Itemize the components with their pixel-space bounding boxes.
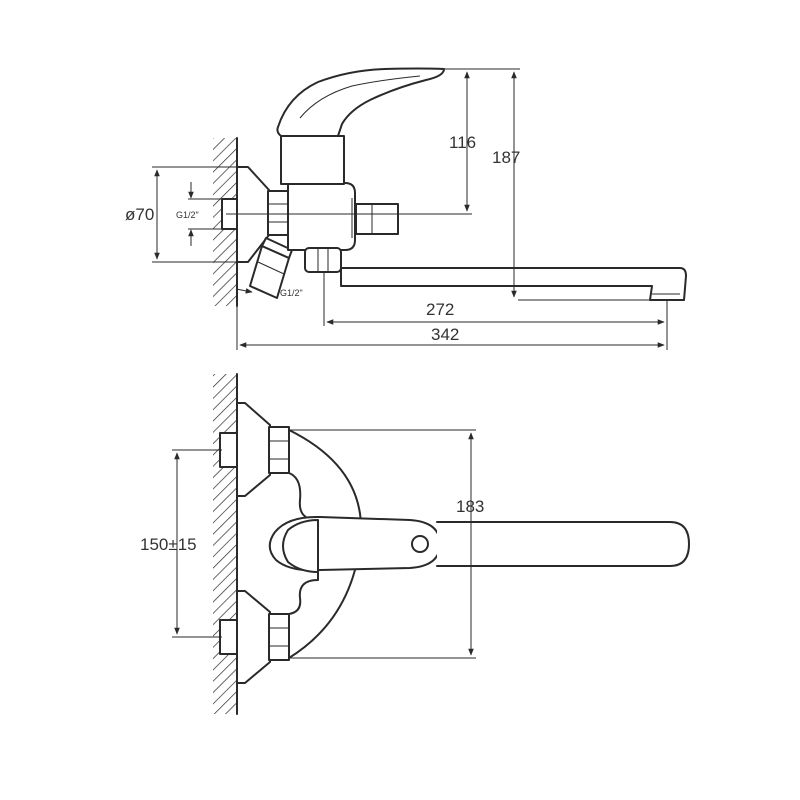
handle-hub: [282, 519, 319, 573]
dim-342-label: 342: [431, 325, 459, 344]
wall-flange-top: [236, 402, 271, 497]
dim-187-label: 187: [492, 148, 520, 167]
spout-front: [436, 521, 690, 567]
dim-thread-inlet-label: G1/2": [176, 210, 199, 220]
wall-flange-bottom: [236, 590, 271, 684]
dim-thread-outlet-label: G1/2": [280, 288, 303, 298]
hex-nut-top: [268, 426, 290, 474]
handle-cap: [411, 535, 429, 553]
dim-116-label: 116: [449, 133, 476, 152]
dim-272-label: 272: [426, 300, 454, 319]
hex-nut-bottom: [268, 613, 290, 661]
spout-collar: [304, 247, 342, 273]
side-outlet-connector: [355, 203, 399, 235]
dim-150-label: 150±15: [140, 535, 197, 554]
side-view: ø70 G1/2" G1/2" 116 187 272 342: [125, 67, 687, 350]
lever-handle-side: [276, 67, 445, 137]
hex-nut-side: [267, 190, 289, 236]
dim-diameter-label: ø70: [125, 205, 154, 224]
wall-hatch-bottom: [213, 374, 237, 714]
dim-183-label: 183: [456, 497, 484, 516]
mixer-body-side: [287, 182, 356, 251]
front-view: 150±15 183: [140, 373, 690, 715]
mixer-neck: [280, 135, 345, 185]
